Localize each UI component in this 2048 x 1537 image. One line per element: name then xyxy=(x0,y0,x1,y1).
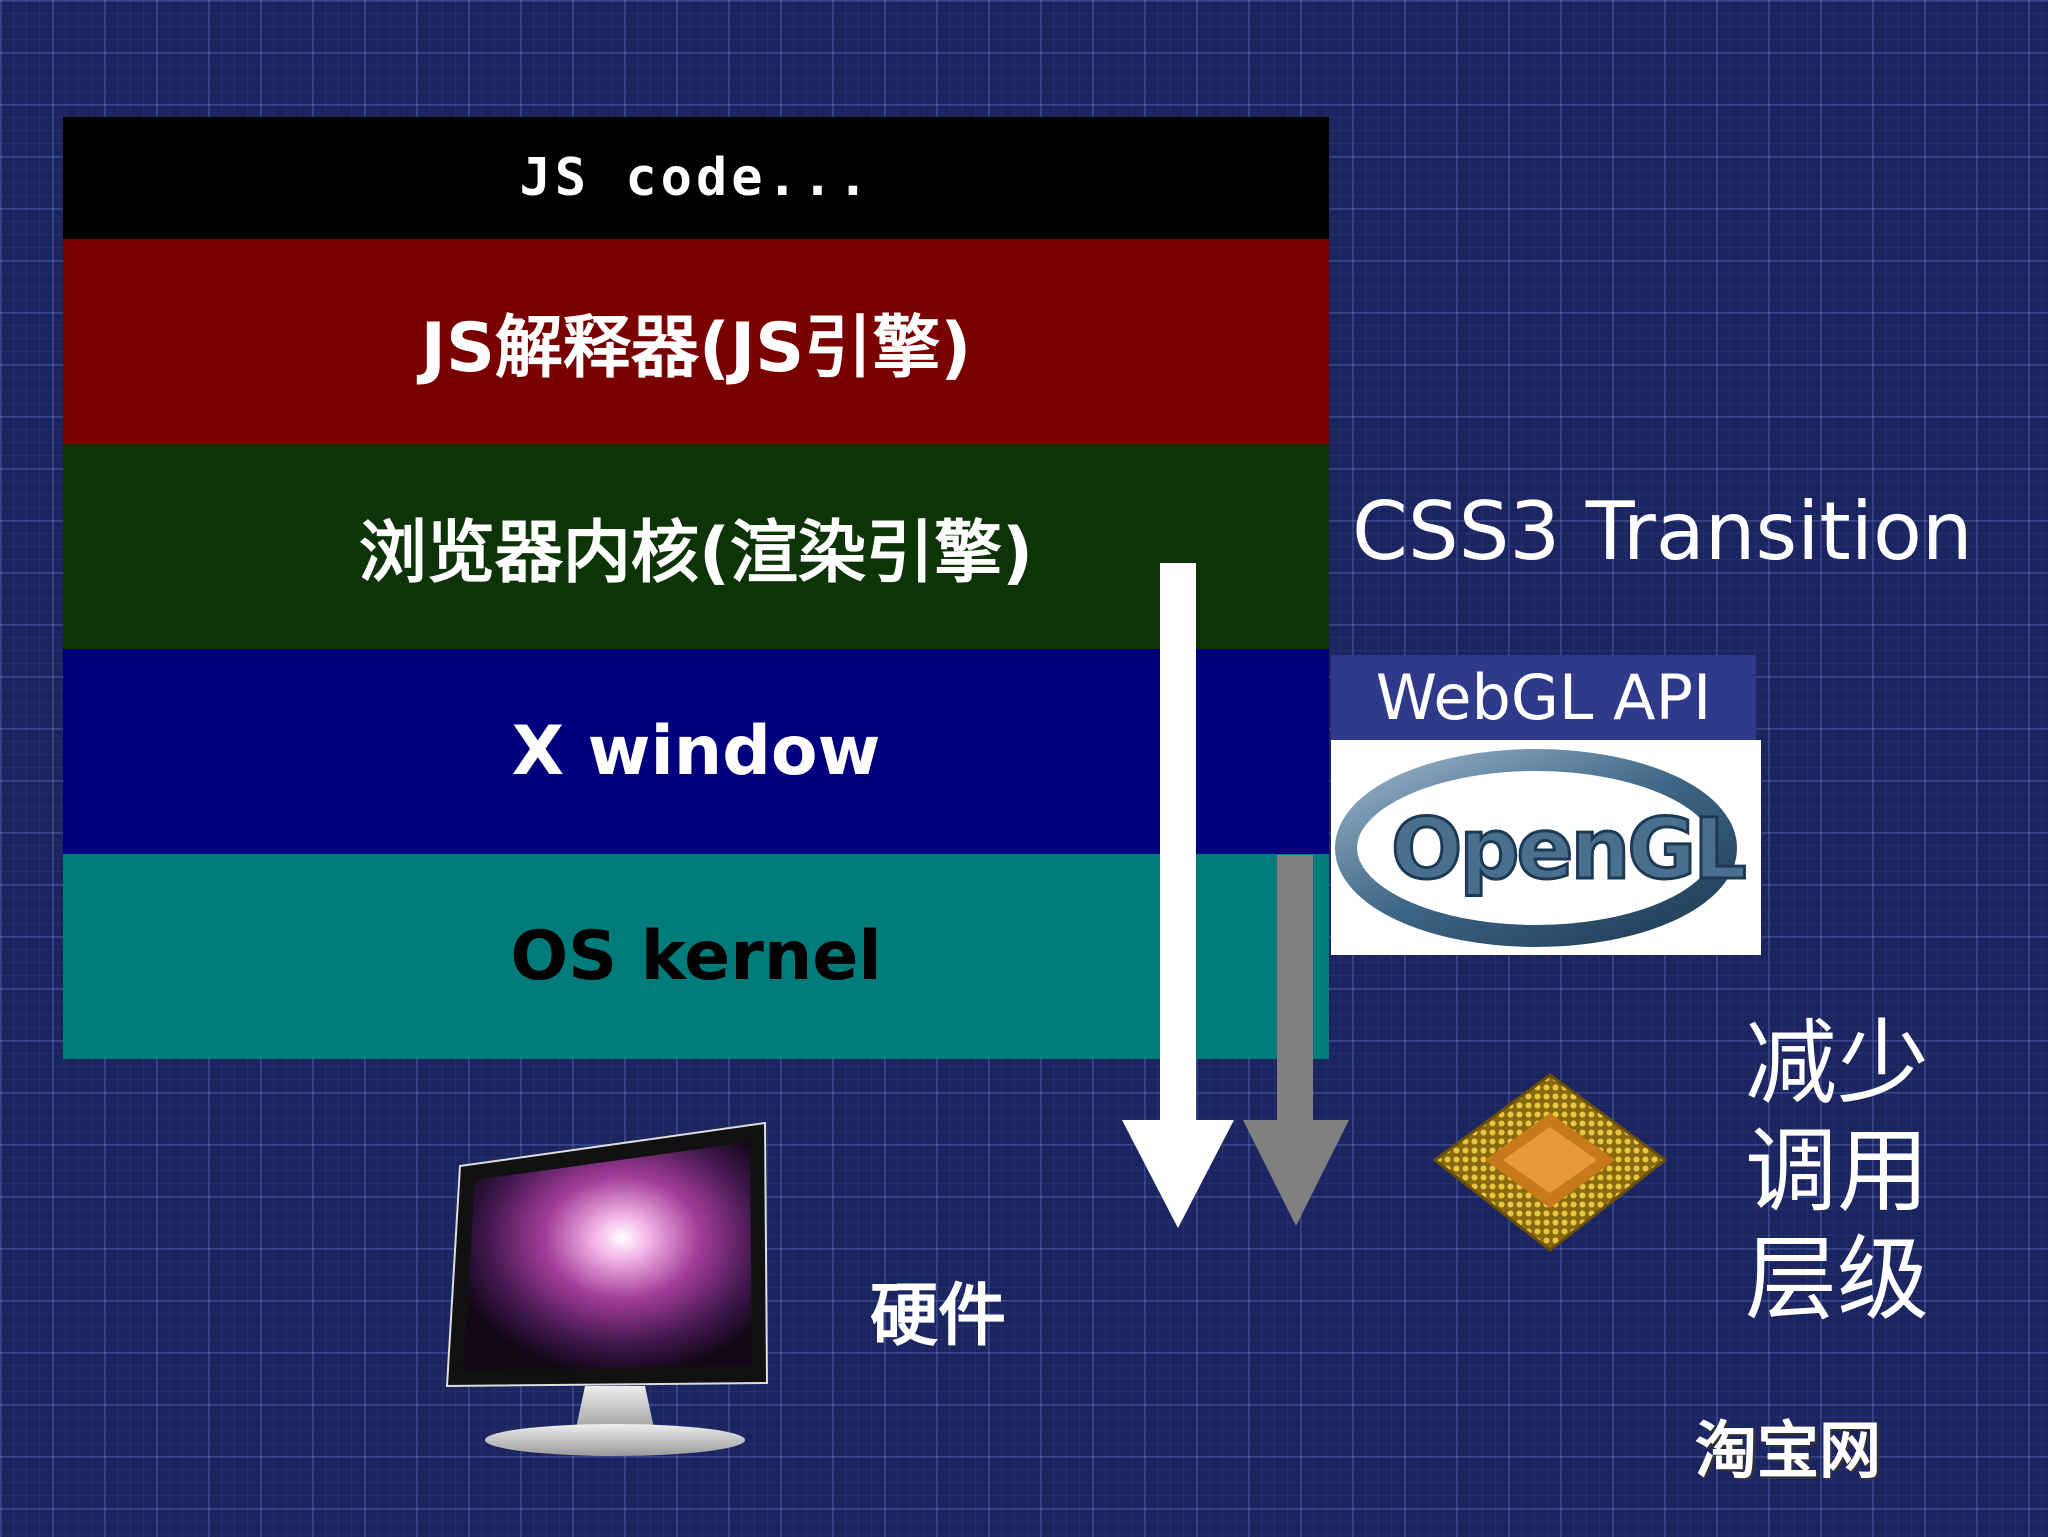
layer-x-window: X window xyxy=(63,649,1329,854)
opengl-swoosh xyxy=(1335,749,1737,947)
opengl-logo: OpenGL xyxy=(1331,740,1761,955)
layer-js-code: JS code... xyxy=(63,117,1329,239)
layer-browser-kernel-label: 浏览器内核(渲染引擎) xyxy=(358,514,1034,593)
opengl-logo-graphic: OpenGL xyxy=(1335,749,1750,947)
css3-transition-label: CSS3 Transition xyxy=(1352,485,1973,578)
layer-js-code-label: JS code... xyxy=(519,148,873,208)
layer-x-window-label: X window xyxy=(511,712,881,791)
webgl-api-panel: WebGL API xyxy=(1331,655,1756,740)
reduce-label-line-2: 调用 xyxy=(1745,1118,1930,1225)
layer-os-kernel-label: OS kernel xyxy=(510,917,882,996)
monitor-icon xyxy=(435,1118,780,1463)
layer-browser-kernel: 浏览器内核(渲染引擎) xyxy=(63,444,1329,649)
hardware-label: 硬件 xyxy=(870,1277,1007,1356)
layer-js-engine: JS解释器(JS引擎) xyxy=(63,239,1329,444)
layer-js-engine-label: JS解释器(JS引擎) xyxy=(420,309,972,388)
taobao-brand-logo: 淘宝网 xyxy=(1695,1414,1882,1487)
layer-os-kernel: OS kernel xyxy=(63,854,1329,1059)
cpu-chip-icon xyxy=(1425,1065,1675,1265)
reduce-label-line-1: 减少 xyxy=(1745,1010,1930,1117)
reduce-call-levels-label: 减少 调用 层级 xyxy=(1745,1010,1945,1334)
webgl-api-label: WebGL API xyxy=(1375,661,1712,734)
opengl-logo-text: OpenGL xyxy=(1391,800,1745,898)
reduce-label-line-3: 层级 xyxy=(1745,1226,1930,1333)
